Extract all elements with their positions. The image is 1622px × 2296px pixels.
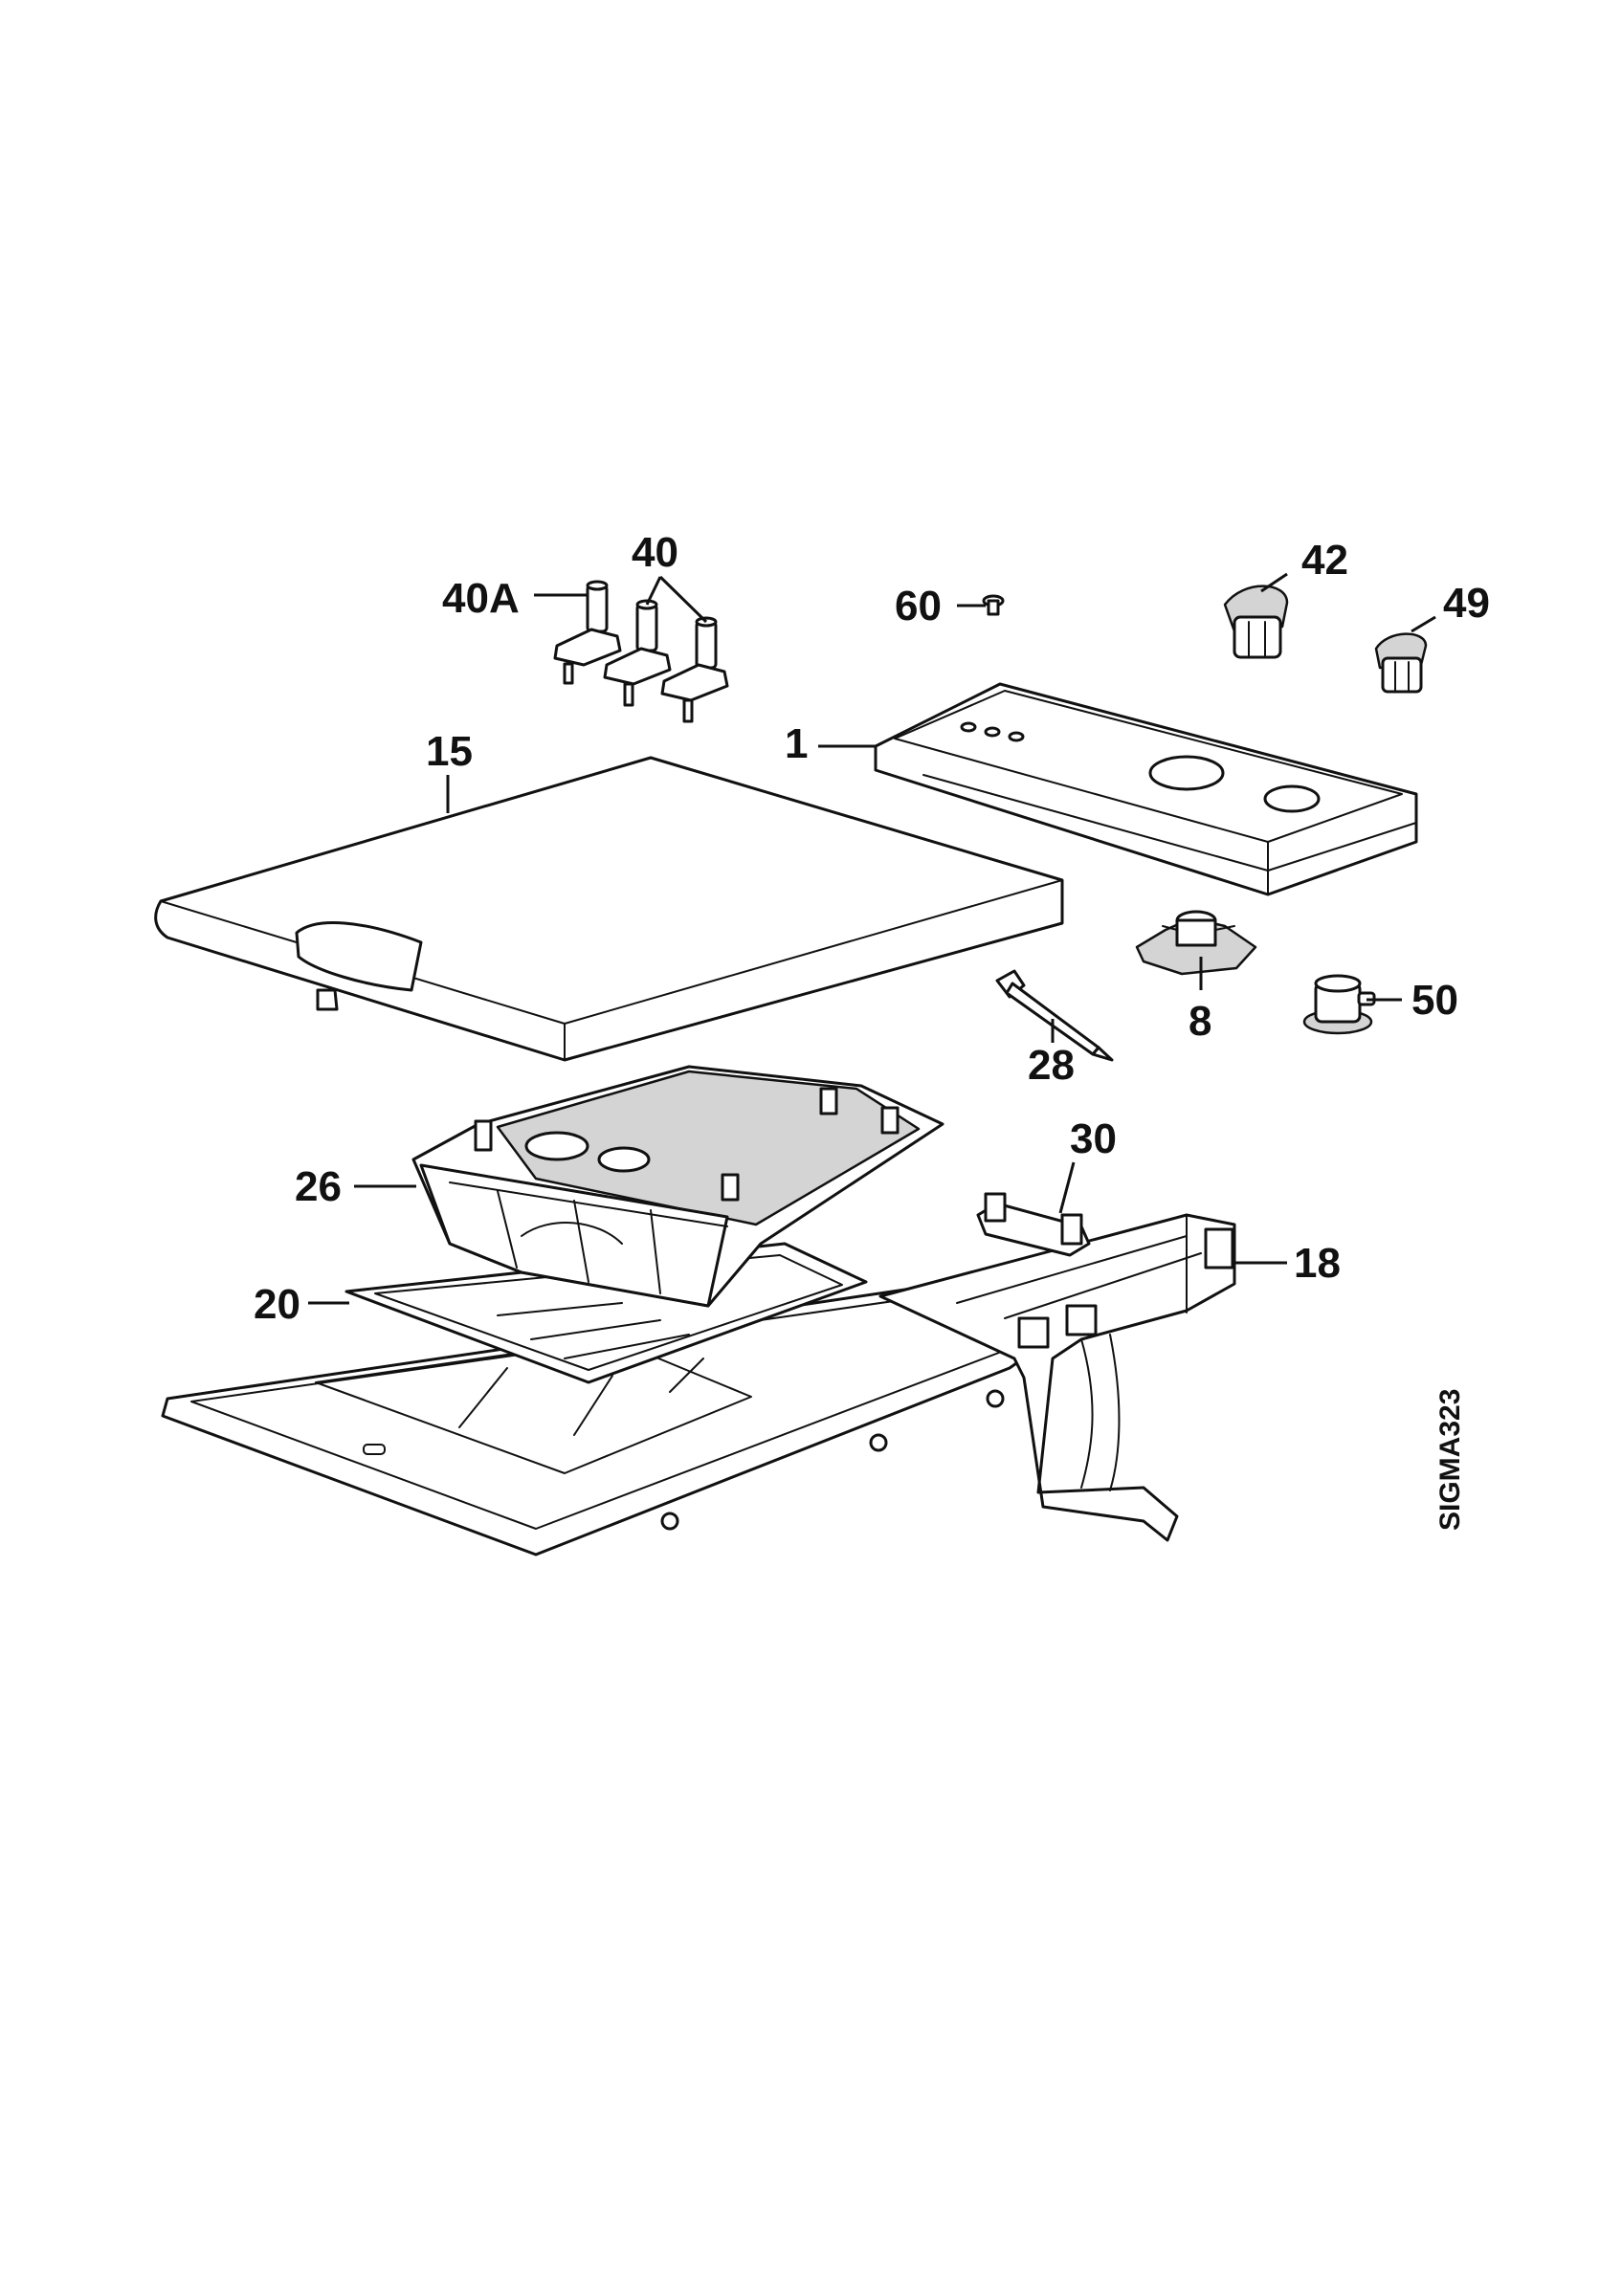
part-30-clip — [976, 1192, 1091, 1257]
callout-26: 26 — [295, 1163, 342, 1210]
callout-labels: 40A 40 60 42 49 1 15 8 50 28 30 26 18 20 — [254, 529, 1490, 1328]
callout-1: 1 — [785, 720, 808, 767]
part-40-pushbutton-a — [603, 599, 672, 707]
callout-18: 18 — [1294, 1240, 1341, 1287]
callout-8: 8 — [1189, 998, 1211, 1045]
callout-42: 42 — [1301, 537, 1348, 584]
part-26-dispenser-housing — [411, 1065, 944, 1308]
callout-49: 49 — [1443, 580, 1490, 627]
part-15-top-cover — [154, 756, 1064, 1062]
part-50-valve — [1302, 974, 1376, 1035]
part-42-knob — [1223, 585, 1289, 659]
callout-60: 60 — [895, 583, 942, 629]
callout-40: 40 — [632, 529, 678, 576]
callout-50: 50 — [1411, 977, 1458, 1024]
part-49-knob — [1374, 632, 1428, 694]
callout-40a: 40A — [442, 575, 520, 622]
callout-20: 20 — [254, 1281, 300, 1328]
leader-lines — [308, 572, 1436, 1305]
part-40a-pushbutton — [553, 580, 622, 685]
part-18-hose-guide — [878, 1213, 1236, 1542]
part-8-bracket — [1135, 910, 1257, 976]
part-1-control-panel — [874, 682, 1418, 896]
part-40-pushbutton-b — [660, 616, 729, 723]
callout-15: 15 — [426, 728, 473, 775]
callout-28: 28 — [1028, 1042, 1075, 1089]
drawing-code: SIGMA323 — [1434, 1389, 1466, 1531]
callout-30: 30 — [1070, 1115, 1117, 1162]
part-60-rivet — [982, 594, 1005, 616]
